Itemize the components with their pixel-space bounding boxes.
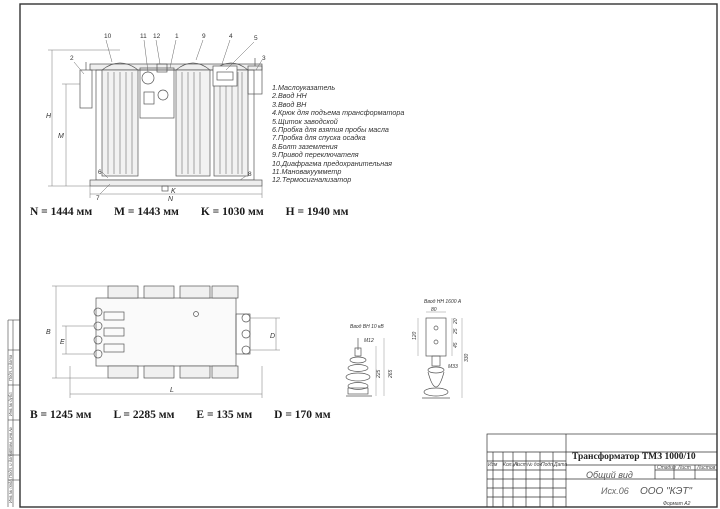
callout-7: 7: [96, 195, 100, 202]
dim-l: L = 2285 мм: [113, 409, 175, 421]
legend-item: 11.Мановакуумметр: [272, 167, 342, 177]
lv-bushing-d1: 25: [453, 328, 459, 335]
front-view-dimensions: [48, 49, 263, 198]
strip-label-1: Подп. и дата: [8, 451, 13, 478]
tb-col-1: Кол.уч: [503, 462, 518, 468]
tb-col-5: Дата: [554, 462, 568, 468]
lv-bushing-drawing: [422, 317, 450, 399]
callout-1: 1: [175, 33, 179, 40]
company-name: ООО "КЭТ": [640, 486, 693, 497]
dim-e: E = 135 мм: [196, 409, 253, 421]
dim-b: B = 1245 мм: [30, 409, 92, 421]
tb-col-2: Лист: [514, 462, 527, 468]
callout-3: 3: [262, 55, 266, 62]
lv-bushing-h: 330: [464, 353, 470, 362]
legend-item: 3.Ввод ВН: [272, 99, 307, 109]
dim-letter-b: B: [46, 329, 51, 336]
legend-item: 12.Термосигнализатор: [272, 175, 352, 185]
dimensions-row-2: B = 1245 мм L = 2285 мм E = 135 мм D = 170 …: [30, 409, 353, 421]
dim-m: M = 1443 мм: [114, 206, 179, 218]
drawing-title: Трансформатор ТМЗ 1000/10: [572, 452, 696, 462]
component-legend: 1.Маслоуказатель 2.Ввод НН 3.Ввод ВН 4.К…: [272, 83, 405, 185]
dim-d: D = 170 мм: [274, 409, 331, 421]
sheet-format: Формат А2: [663, 501, 691, 507]
hv-bushing-thread: M12: [364, 338, 374, 344]
strip-label-0: Инв.№ подл.: [8, 478, 13, 503]
tb-col-3: № док: [527, 462, 542, 468]
strip-label-4: Подп. и дата: [8, 354, 13, 381]
dimensions-row-1: N = 1444 мм M = 1443 мм K = 1030 мм H = 194…: [30, 206, 370, 218]
hv-bushing-drawing: [345, 338, 372, 397]
callout-4: 4: [229, 33, 233, 40]
lv-bushing-d2: 45: [453, 342, 459, 348]
plan-view-dimensions: [52, 285, 280, 398]
callout-2: 2: [70, 55, 74, 62]
legend-item: 2.Ввод НН: [272, 91, 307, 101]
strip-label-3: Инв.№ дубл.: [8, 391, 13, 416]
dim-letter-n: N: [168, 196, 174, 203]
title-block: [486, 433, 718, 508]
callout-5: 5: [254, 35, 258, 42]
legend-item: 1.Маслоуказатель: [272, 83, 336, 92]
legend-item: 9.Привод переключателя: [272, 150, 359, 160]
tb-stage-2: Листов: [697, 465, 716, 471]
legend-item: 7.Пробка для спуска осадка: [272, 133, 366, 143]
legend-item: 5.Щиток заводской: [272, 116, 338, 126]
binding-strip: [7, 319, 20, 507]
legend-item: 10.Диафрагма предохранительная: [272, 158, 393, 168]
callout-8: 8: [248, 171, 252, 178]
hv-bushing-title: Ввод ВН 10 кВ: [350, 324, 384, 330]
lv-bushing-w: 80: [431, 307, 437, 313]
tb-col-0: Изм: [488, 462, 498, 468]
dim-letter-d: D: [270, 333, 275, 340]
callout-9: 9: [202, 33, 206, 40]
lv-bushing-title: Ввод НН 1600 А: [424, 299, 462, 305]
dim-h: H = 1940 мм: [285, 206, 349, 218]
dim-letter-m: M: [58, 133, 64, 140]
plan-view: [93, 285, 251, 379]
lv-bushing-thread: M33: [448, 364, 458, 370]
hv-bushing-dim2: 265: [388, 369, 394, 379]
drawing-view-name: Общий вид: [586, 470, 633, 480]
dim-n: N = 1444 мм: [30, 206, 93, 218]
dim-letter-h: H: [46, 113, 52, 120]
callout-10: 10: [104, 33, 112, 40]
hv-bushing-dim1: 225: [376, 369, 382, 379]
front-view: [79, 58, 263, 192]
tb-stage-0: Стадия: [657, 465, 676, 471]
strip-label-2: Взам. инв.№: [8, 427, 13, 452]
drawing-stamp: Исх.06: [601, 486, 629, 496]
legend-item: 8.Болт заземления: [272, 141, 338, 151]
dim-letter-l: L: [170, 387, 174, 394]
legend-item: 4.Крюк для подъема трансформатора: [272, 108, 405, 118]
dim-k: K = 1030 мм: [200, 206, 264, 218]
callout-12: 12: [153, 33, 161, 40]
legend-item: 6.Пробка для взятия пробы масла: [272, 125, 389, 135]
callout-6: 6: [98, 169, 102, 176]
dim-letter-k: K: [171, 188, 176, 195]
tb-stage-1: Лист: [678, 465, 691, 471]
callout-leaders: [73, 39, 263, 195]
lv-bushing-d3: 20: [453, 318, 459, 325]
callout-11: 11: [140, 33, 147, 40]
dim-letter-e: E: [60, 339, 65, 346]
tb-col-4: Подп.: [541, 462, 555, 468]
lv-bushing-h2: 120: [412, 331, 418, 340]
